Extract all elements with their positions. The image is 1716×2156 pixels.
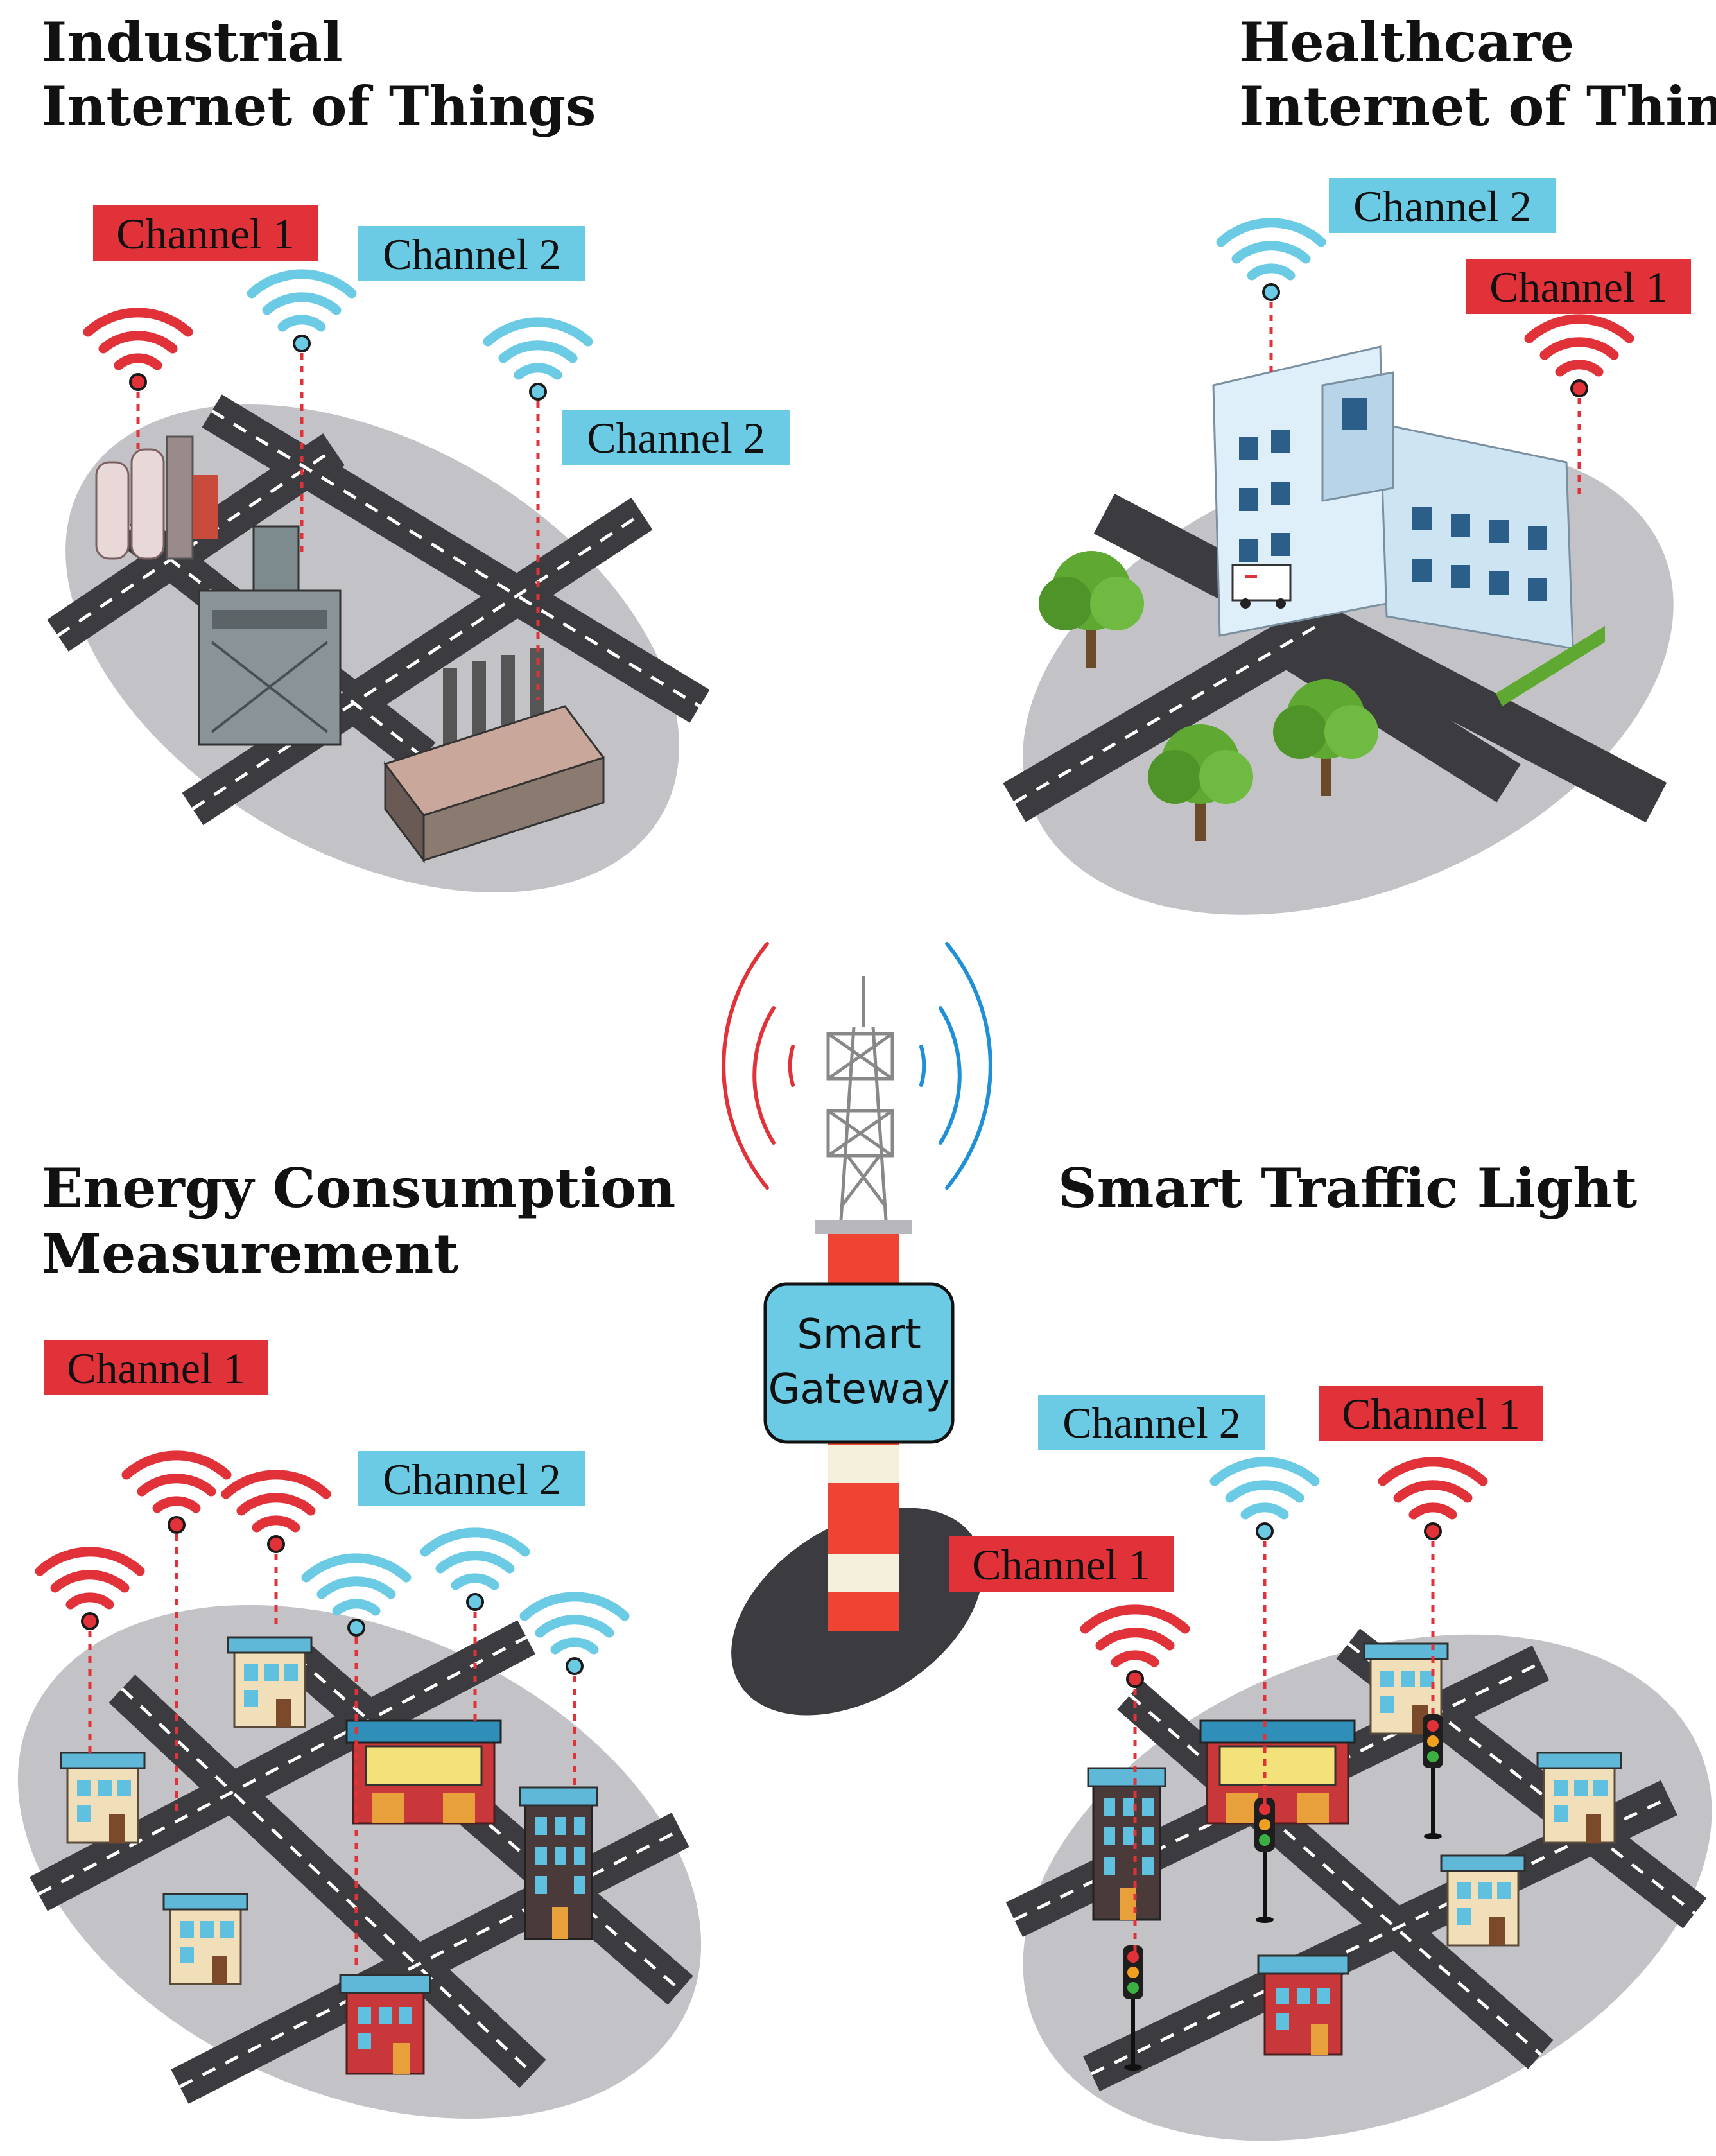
title-energy-line2: Measurement: [42, 1222, 458, 1285]
house-icon: [1536, 1752, 1622, 1844]
wifi-icon: [126, 1456, 227, 1533]
apartment-icon: [1087, 1767, 1166, 1921]
channel-label-industrial-2b: Channel 2: [562, 410, 790, 465]
gateway-label-line1: Smart: [797, 1311, 921, 1359]
title-healthcare-line1: Healthcare: [1239, 10, 1574, 74]
house-icon: [1257, 1954, 1349, 2056]
channel-label-healthcare-1: Channel 1: [1466, 259, 1691, 314]
wifi-icon: [1383, 1462, 1483, 1539]
traffic-area: [1005, 1628, 1712, 2141]
energy-area: [17, 1604, 702, 2119]
svg-text:Channel 2: Channel 2: [1062, 1398, 1241, 1447]
smart-gateway-box: [763, 1282, 955, 1444]
wifi-icon: [524, 1597, 625, 1674]
svg-text:Channel 1: Channel 1: [1342, 1389, 1520, 1438]
shop-icon: [345, 1719, 502, 1825]
svg-text:Channel 1: Channel 1: [972, 1540, 1150, 1589]
house-icon: [60, 1752, 146, 1844]
channel-label-industrial-2a: Channel 2: [358, 226, 585, 281]
tower-lattice: [826, 976, 894, 1221]
wifi-icon: [252, 274, 352, 351]
house-icon: [339, 1974, 431, 2075]
apartment-icon: [519, 1786, 598, 1940]
svg-text:Channel 1: Channel 1: [67, 1344, 245, 1393]
house-icon: [162, 1893, 248, 1985]
ambulance-icon: [1231, 564, 1292, 609]
svg-text:Channel 2: Channel 2: [383, 230, 561, 279]
title-healthcare-line2: Internet of Things: [1239, 74, 1716, 138]
hospital-icon: [1212, 345, 1574, 650]
wifi-icon: [1529, 319, 1629, 396]
shop-icon: [1199, 1719, 1356, 1825]
wifi-icon: [226, 1475, 326, 1552]
svg-text:Channel 2: Channel 2: [1353, 182, 1532, 230]
warehouse-icon: [383, 648, 605, 864]
channel-label-traffic-1b: Channel 1: [949, 1536, 1174, 1592]
channel-label-industrial-1: Channel 1: [93, 205, 318, 261]
svg-text:Channel 1: Channel 1: [116, 209, 295, 258]
wifi-icon: [88, 313, 188, 390]
channel-label-healthcare-2: Channel 2: [1329, 178, 1556, 233]
title-industrial-line2: Internet of Things: [42, 74, 596, 138]
device-links: [88, 302, 1581, 1971]
svg-text:Channel 2: Channel 2: [383, 1455, 561, 1504]
channel-label-traffic-2: Channel 2: [1038, 1395, 1265, 1450]
gateway-label-line2: Gateway: [768, 1366, 950, 1413]
healthcare-area: [1003, 345, 1674, 915]
house-icon: [227, 1636, 313, 1728]
house-icon: [1440, 1854, 1526, 1947]
signal-waves-right: [919, 942, 992, 1190]
industrial-area: [47, 394, 710, 892]
lawn: [1496, 626, 1605, 706]
svg-text:Channel 2: Channel 2: [587, 413, 765, 462]
title-industrial-line1: Industrial: [42, 10, 343, 74]
industrial-ground: [65, 404, 679, 892]
channel-label-energy-1: Channel 1: [44, 1340, 268, 1395]
channel-label-traffic-1a: Channel 1: [1319, 1386, 1543, 1441]
wifi-icon: [40, 1552, 140, 1629]
wifi-icon: [1215, 1462, 1315, 1539]
wifi-icon: [1085, 1610, 1185, 1687]
svg-text:Channel 1: Channel 1: [1489, 263, 1668, 311]
tower-icon: Smart Gateway: [722, 942, 992, 1716]
title-energy-line1: Energy Consumption: [42, 1156, 675, 1220]
wifi-icon: [1221, 223, 1321, 300]
wifi-icon: [425, 1533, 525, 1610]
channel-label-energy-2: Channel 2: [358, 1451, 585, 1506]
title-traffic: Smart Traffic Light: [1058, 1156, 1637, 1220]
signal-waves-left: [722, 942, 795, 1190]
wifi-icon: [488, 322, 588, 399]
factory-icon: [198, 525, 342, 746]
refinery-icon: [95, 435, 218, 560]
